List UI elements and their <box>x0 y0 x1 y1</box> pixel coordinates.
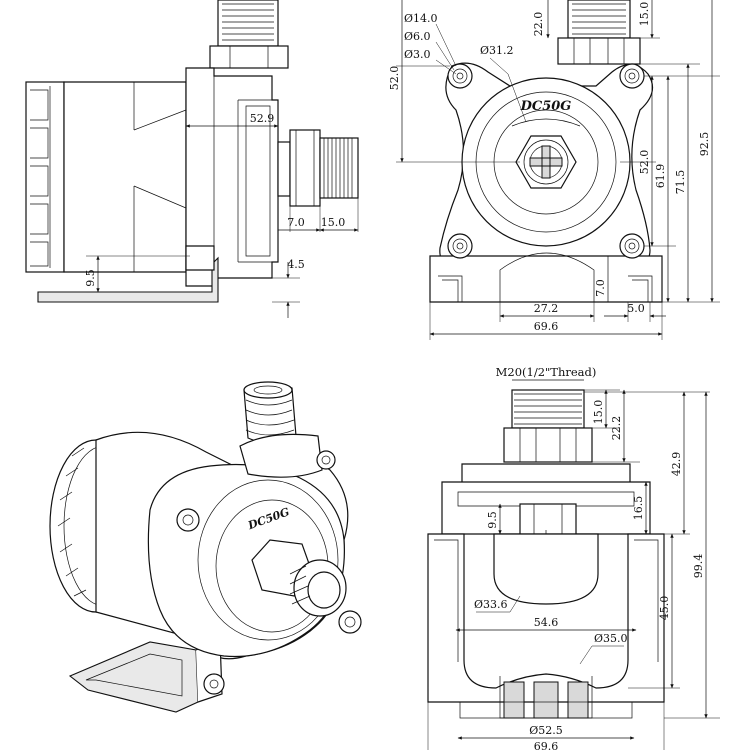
front-dim-71-5: 71.5 <box>674 170 687 195</box>
front-dim-7-0: 7.0 <box>594 279 607 297</box>
front-dim-69-6: 69.6 <box>534 320 559 333</box>
top-view: M20(1/2"Thread) 15.0 22.2 <box>427 365 720 750</box>
top-dim-54-6: 54.6 <box>534 616 559 629</box>
front-dim-15-0: 15.0 <box>638 2 651 27</box>
side-dim-7-0: 7.0 <box>287 216 305 229</box>
top-bracket <box>427 533 665 703</box>
front-dim-27-2: 27.2 <box>534 302 559 315</box>
side-view: 52.9 7.0 15.0 9.5 4.5 <box>25 0 359 318</box>
top-dim-99-4: 99.4 <box>692 554 705 579</box>
side-motor-body <box>63 81 187 273</box>
side-top-nozzle <box>209 0 289 69</box>
top-dim-22-2: 22.2 <box>610 416 623 441</box>
front-dim-d3: Ø3.0 <box>404 48 431 61</box>
side-motor-cap <box>25 81 65 273</box>
top-dim-d52-5: Ø52.5 <box>529 724 563 737</box>
side-dim-52-9: 52.9 <box>250 112 275 125</box>
front-dim-52-0: 52.0 <box>638 150 651 175</box>
front-dim-d31-2: Ø31.2 <box>480 44 514 57</box>
top-dim-d33-6: Ø33.6 <box>474 598 508 611</box>
top-dim-16-5: 16.5 <box>632 496 645 521</box>
front-logo: DC50G <box>520 99 572 114</box>
front-bracket <box>429 255 663 303</box>
iso-screw-bosses <box>176 450 362 695</box>
front-dim-52-0-left: 52.0 <box>388 66 401 91</box>
side-dim-9-5: 9.5 <box>84 269 97 287</box>
iso-view: DC50G <box>49 381 362 713</box>
top-dim-45-0: 45.0 <box>658 596 671 621</box>
front-dim-d14: Ø14.0 <box>404 12 438 25</box>
top-dim-d35-0: Ø35.0 <box>594 632 628 645</box>
top-dim-9-5: 9.5 <box>486 511 499 529</box>
front-dim-22-0: 22.0 <box>532 12 545 37</box>
front-dim-92-5: 92.5 <box>698 132 711 157</box>
front-dim-5-0: 5.0 <box>627 302 645 315</box>
side-dim-15-0: 15.0 <box>321 216 346 229</box>
front-top-nozzle <box>557 0 641 65</box>
front-dim-d6: Ø6.0 <box>404 30 431 43</box>
side-dim-4-5: 4.5 <box>287 258 305 271</box>
iso-top-nozzle <box>239 381 323 478</box>
side-outlet-nozzle <box>277 129 359 207</box>
side-bracket <box>37 245 219 303</box>
top-dim-69-6: 69.6 <box>534 740 559 750</box>
front-dim-61-9: 61.9 <box>654 164 667 189</box>
top-dim-42-9: 42.9 <box>670 452 683 477</box>
top-thread <box>503 389 593 463</box>
top-thread-label: M20(1/2"Thread) <box>496 365 597 379</box>
top-dim-15-0: 15.0 <box>592 400 605 425</box>
front-view: DC50G Ø14.0 Ø6.0 Ø3.0 Ø31.2 52.0 22.0 15… <box>388 0 720 340</box>
iso-bracket <box>68 641 199 713</box>
